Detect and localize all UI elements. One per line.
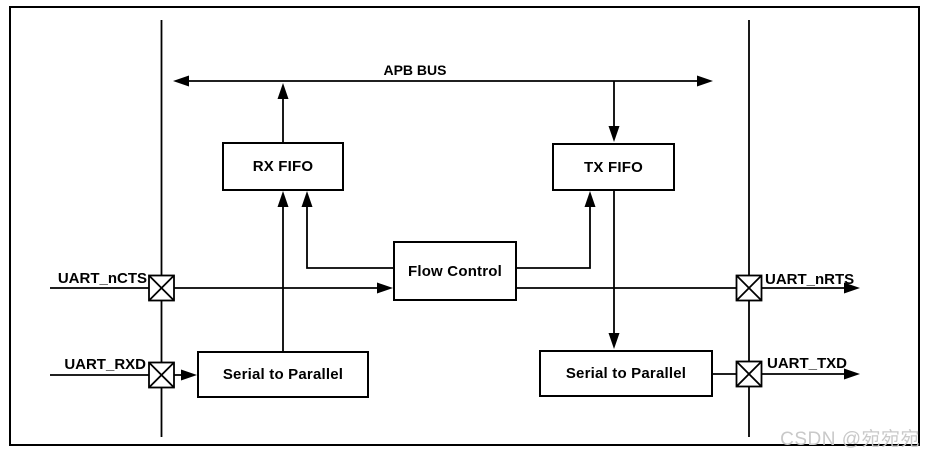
uart-nrts-port-symbol <box>735 274 763 302</box>
flowcontrol-to-rxfifo-line <box>306 205 393 269</box>
uart-nrts-arrowhead <box>844 282 860 294</box>
uart-rxd-port-symbol <box>148 361 175 389</box>
flow-control-label: Flow Control <box>407 262 503 280</box>
serial-to-parallel-rx-block: Serial to Parallel <box>197 351 369 398</box>
watermark: CSDN @宛宛宛 <box>780 429 920 450</box>
apb-right-arrowhead <box>697 75 713 87</box>
outer-border <box>9 6 920 446</box>
tx-fifo-label: TX FIFO <box>584 158 643 176</box>
serial-to-parallel-rx-label: Serial to Parallel <box>222 366 344 383</box>
apb-left-arrowhead <box>173 75 189 87</box>
flow-control-block: Flow Control <box>393 241 517 301</box>
flowcontrol-to-rxfifo-arrowhead <box>301 191 313 207</box>
txfifo-to-s2p-arrowhead <box>608 333 620 349</box>
uart-nrts-label: UART_nRTS <box>765 271 855 288</box>
apb-bus-label: APB BUS <box>383 62 447 78</box>
uart-rxd-arrowhead <box>181 369 197 381</box>
rx-fifo-block: RX FIFO <box>222 142 344 191</box>
flowcontrol-to-txfifo-arrowhead <box>584 191 596 207</box>
serial-to-parallel-tx-block: Serial to Parallel <box>539 350 713 397</box>
uart-txd-arrowhead <box>844 368 860 380</box>
uart-txd-label: UART_TXD <box>767 355 848 372</box>
rx-fifo-label: RX FIFO <box>252 158 314 175</box>
uart-ncts-port-symbol <box>148 274 175 302</box>
rxfifo-to-apb-arrowhead <box>277 83 289 99</box>
tx-fifo-block: TX FIFO <box>552 143 675 191</box>
serial-to-parallel-tx-label: Serial to Parallel <box>565 365 687 382</box>
apb-to-txfifo-arrowhead <box>608 126 620 142</box>
uart-txd-port-symbol <box>735 360 763 388</box>
flowcontrol-to-txfifo-line <box>517 205 591 269</box>
uart-rxd-label: UART_RXD <box>64 356 146 373</box>
uart-ncts-arrowhead <box>377 282 393 294</box>
uart-ncts-label: UART_nCTS <box>57 270 147 287</box>
s2p-to-rxfifo-arrowhead <box>277 191 289 207</box>
